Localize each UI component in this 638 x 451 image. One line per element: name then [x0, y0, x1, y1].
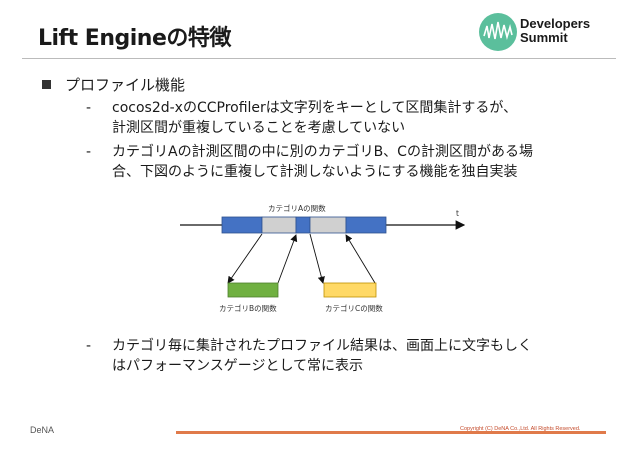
item-line: 計測区間が重複していることを考慮していない [112, 120, 406, 136]
overlap-gap-segment [309, 216, 347, 234]
timeline-label: t [456, 209, 459, 218]
category-a-label: カテゴリAの関数 [268, 203, 326, 213]
overlap-gap-segment [261, 216, 297, 234]
logo-text-line1: Developers [520, 16, 591, 31]
category-a-segment [295, 216, 311, 234]
category-a-segment [345, 216, 387, 234]
item-line: 合、下図のように重複して計測しないようにする機能を独自実装 [112, 164, 518, 180]
arrow-b-end [277, 234, 298, 284]
footer-copyright: Copyright (C) DeNA Co.,Ltd. All Rights R… [460, 426, 581, 432]
arrow-c-end [345, 234, 376, 284]
developers-summit-logo: Developers Summit [478, 12, 628, 52]
logo-mark-icon [479, 13, 517, 51]
logo-text-line2: Summit [520, 30, 568, 45]
dash-marker: - [86, 338, 92, 354]
bullet-label: プロファイル機能 [65, 76, 186, 94]
category-c-label: カテゴリCの関数 [325, 303, 383, 313]
item-line: カテゴリ毎に集計されたプロファイル結果は、画面上に文字もしく [112, 338, 532, 354]
category-b-box [227, 282, 279, 298]
item-line: はパフォーマンスゲージとして常に表示 [112, 358, 364, 374]
category-c-box [323, 282, 377, 298]
footer-divider [176, 431, 606, 434]
item-line: cocos2d-xのCCProfilerは文字列をキーとして区間集計するが、 [112, 100, 518, 116]
bullet-profile-feature: プロファイル機能 [42, 75, 185, 95]
square-bullet-icon [42, 80, 51, 89]
arrow-b-start [227, 233, 263, 284]
title-divider [22, 58, 616, 59]
category-b-label: カテゴリBの関数 [219, 303, 277, 313]
footer-company-logo: DeNA [30, 425, 55, 435]
item-line: カテゴリAの計測区間の中に別のカテゴリB、Cの計測区間がある場 [112, 144, 533, 160]
dash-marker: - [86, 144, 92, 160]
slide-title: Lift Engineの特徴 [38, 26, 231, 51]
dash-marker: - [86, 100, 92, 116]
arrow-c-start [309, 233, 325, 284]
category-a-segment [221, 216, 263, 234]
